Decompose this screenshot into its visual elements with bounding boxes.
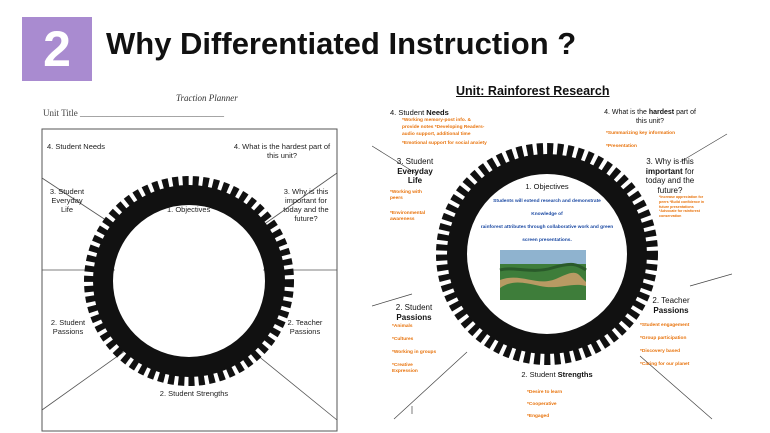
everyday-item: *Working with peers bbox=[390, 190, 422, 201]
left-teacher-passions: 2. Teacher Passions bbox=[287, 318, 323, 336]
left-student-strengths: 2. Student Strengths bbox=[159, 389, 229, 398]
needs-item: provide notes *Developing Readers- bbox=[402, 125, 485, 130]
why-item: *Increase appreciation for peers *Build … bbox=[659, 195, 705, 219]
traction-planner-template: Traction Planner Unit Title ____________… bbox=[41, 90, 338, 432]
hardest-heading: 4. What is the hardest part of this unit… bbox=[604, 109, 696, 125]
strengths-item: *Desire to learn bbox=[527, 390, 563, 395]
planner-header: Traction Planner bbox=[176, 93, 238, 103]
objectives-line: rainforest attributes through collaborat… bbox=[480, 225, 614, 230]
strengths-item: *Cooperative bbox=[527, 402, 557, 407]
passions-item: *Cultures bbox=[392, 337, 414, 342]
rainforest-photo bbox=[499, 250, 587, 300]
hardest-item: *Presentation bbox=[606, 144, 637, 149]
passions-item: *Animals bbox=[392, 324, 413, 329]
rainforest-planner: Unit: Rainforest Research 4. Student Nee… bbox=[372, 84, 732, 424]
teacher-item: *Group participation bbox=[640, 336, 687, 341]
slide-number-badge: 2 bbox=[22, 17, 92, 81]
needs-item: *Emotional support for social anxiety bbox=[402, 141, 487, 146]
tire-icon bbox=[84, 176, 294, 386]
unit-title-line: Unit Title _____________________________… bbox=[43, 108, 225, 118]
objectives-line: Students will extend research and demons… bbox=[493, 199, 601, 204]
rainforest-planner-lines bbox=[372, 133, 732, 420]
everyday-item: *Environmental awareness bbox=[390, 211, 426, 222]
teacher-item: *Discovery based bbox=[640, 349, 680, 354]
teacher-item: *Caring for our planet bbox=[640, 362, 690, 367]
objectives-line: screen presentations. bbox=[522, 238, 572, 243]
rainforest-unit-title: Unit: Rainforest Research bbox=[456, 84, 610, 98]
needs-item: audio support, additional time bbox=[402, 132, 471, 137]
hardest-item: *Summarizing key information bbox=[606, 131, 676, 136]
left-objectives: 1. Objectives bbox=[167, 205, 211, 214]
needs-heading: 4. Student Needs bbox=[390, 108, 449, 117]
passions-item: *Working in groups bbox=[392, 350, 437, 355]
strengths-item: *Engaged bbox=[527, 414, 550, 419]
slide-title: Why Differentiated Instruction ? bbox=[106, 26, 577, 61]
objectives-line: Knowledge of bbox=[531, 212, 563, 217]
teacher-item: *Student engagement bbox=[640, 323, 690, 328]
left-student-needs: 4. Student Needs bbox=[47, 142, 105, 151]
strengths-heading: 2. Student Strengths bbox=[521, 370, 593, 379]
left-why-important: 3. Why is this important for today and t… bbox=[283, 187, 329, 223]
needs-item: *Working memory-post info. & bbox=[402, 118, 471, 123]
objectives-heading: 1. Objectives bbox=[525, 182, 569, 191]
left-everyday-life: 3. Student Everyday Life bbox=[49, 187, 85, 214]
left-student-passions: 2. Student Passions bbox=[50, 318, 86, 336]
planner-frame bbox=[41, 128, 338, 432]
passions-item: *Creative Expression bbox=[392, 363, 418, 374]
left-hardest-part: 4. What is the hardest part of this unit… bbox=[233, 142, 331, 160]
